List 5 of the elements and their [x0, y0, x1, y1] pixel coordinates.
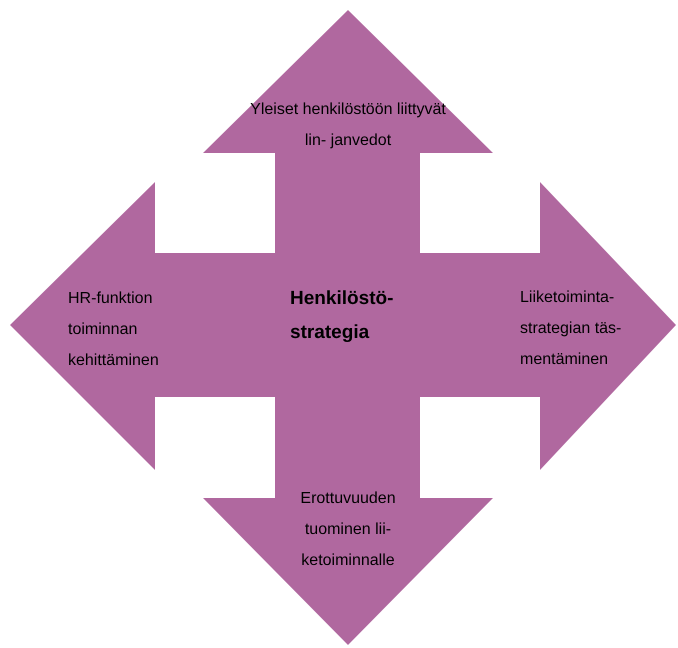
arrow-label: Yleiset henkilöstöön liittyvät lin- janvedot: [249, 100, 447, 151]
arrow-label: Liiketoiminta- strategian täs- mentäminen: [520, 288, 622, 370]
arrow-label: HR-funktion toiminnan kehittäminen: [68, 289, 160, 371]
arrow-label: Erottuvuuden tuominen lii- ketoiminnalle: [299, 489, 397, 571]
center-label: Henkilöstö- strategia: [290, 287, 394, 345]
